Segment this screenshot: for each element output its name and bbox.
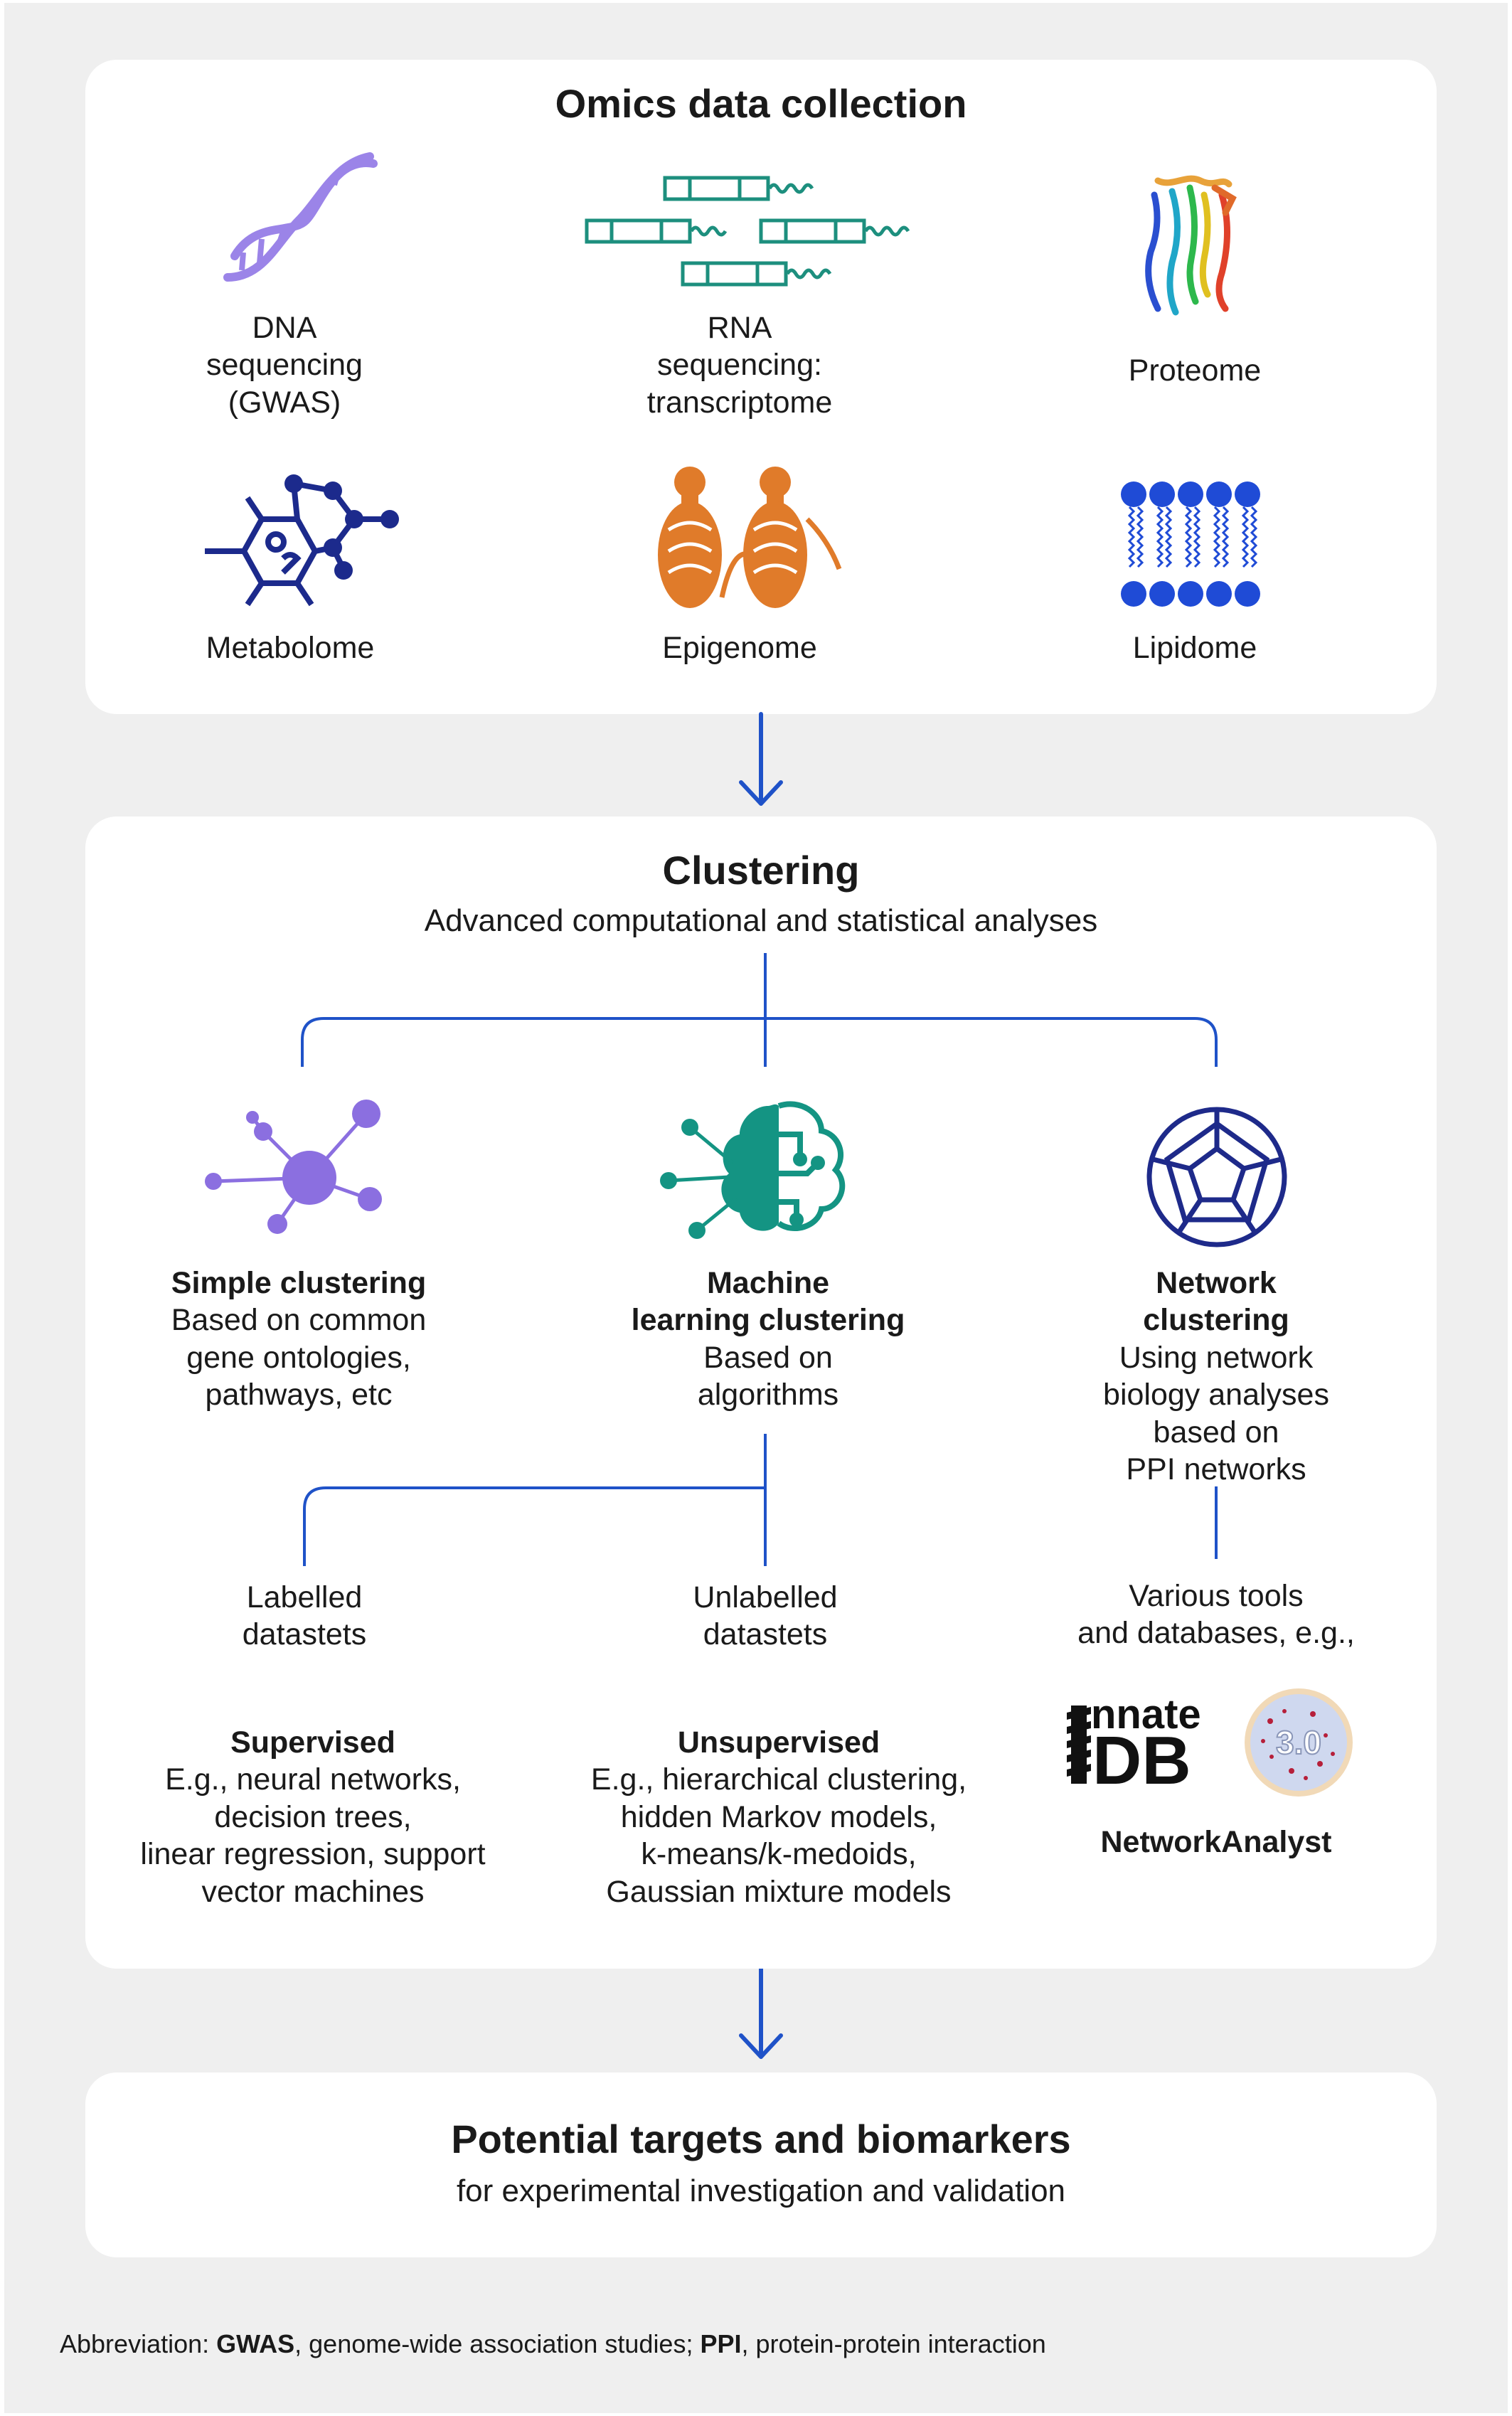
connector-top-bar [301, 1017, 1218, 1067]
lipid-bilayer-icon [1121, 481, 1260, 607]
dna-helix-icon [223, 152, 378, 282]
nucleosome-icon [658, 467, 842, 608]
connector-ml-branch [303, 1486, 765, 1566]
omics-label-proteome: Proteome [1128, 353, 1262, 388]
arrow-clustering-to-targets [739, 1967, 783, 2059]
targets-panel [85, 2072, 1437, 2257]
omics-label-metabolome: Metabolome [206, 631, 375, 665]
clustering-title: Clustering [662, 848, 860, 893]
supervised-block: Supervised E.g., neural networks,decisio… [140, 1725, 486, 1909]
innatedb-logo: nnate DB [1067, 1691, 1201, 1791]
rna-transcript-icon [585, 176, 910, 287]
svg-text:3.0: 3.0 [1276, 1724, 1321, 1761]
networkanalyst-label: NetworkAnalyst [1100, 1825, 1332, 1859]
arrow-omics-to-clustering [739, 712, 783, 806]
protein-structure-icon [1145, 175, 1237, 316]
unsupervised-block: Unsupervised E.g., hierarchical clusteri… [590, 1725, 967, 1909]
networkanalyst-badge-icon: 3.0 [1245, 1688, 1353, 1797]
targets-title: Potential targets and biomarkers [451, 2117, 1071, 2161]
abbreviation-footnote: Abbreviation: GWAS, genome-wide associat… [60, 2329, 1046, 2358]
svg-text:nnate: nnate [1091, 1691, 1201, 1738]
brain-circuit-icon [660, 1101, 846, 1239]
fullerene-network-icon [1146, 1107, 1287, 1247]
hub-network-icon [205, 1100, 382, 1234]
omics-label-epigenome: Epigenome [662, 631, 817, 665]
clustering-panel [85, 816, 1437, 1969]
clustering-subtitle: Advanced computational and statistical a… [424, 903, 1098, 938]
metabolite-molecule-icon [205, 474, 399, 607]
omics-title: Omics data collection [555, 81, 967, 126]
omics-label-lipidome: Lipidome [1132, 631, 1257, 665]
targets-subtitle: for experimental investigation and valid… [456, 2173, 1066, 2208]
svg-text:DB: DB [1092, 1723, 1191, 1791]
